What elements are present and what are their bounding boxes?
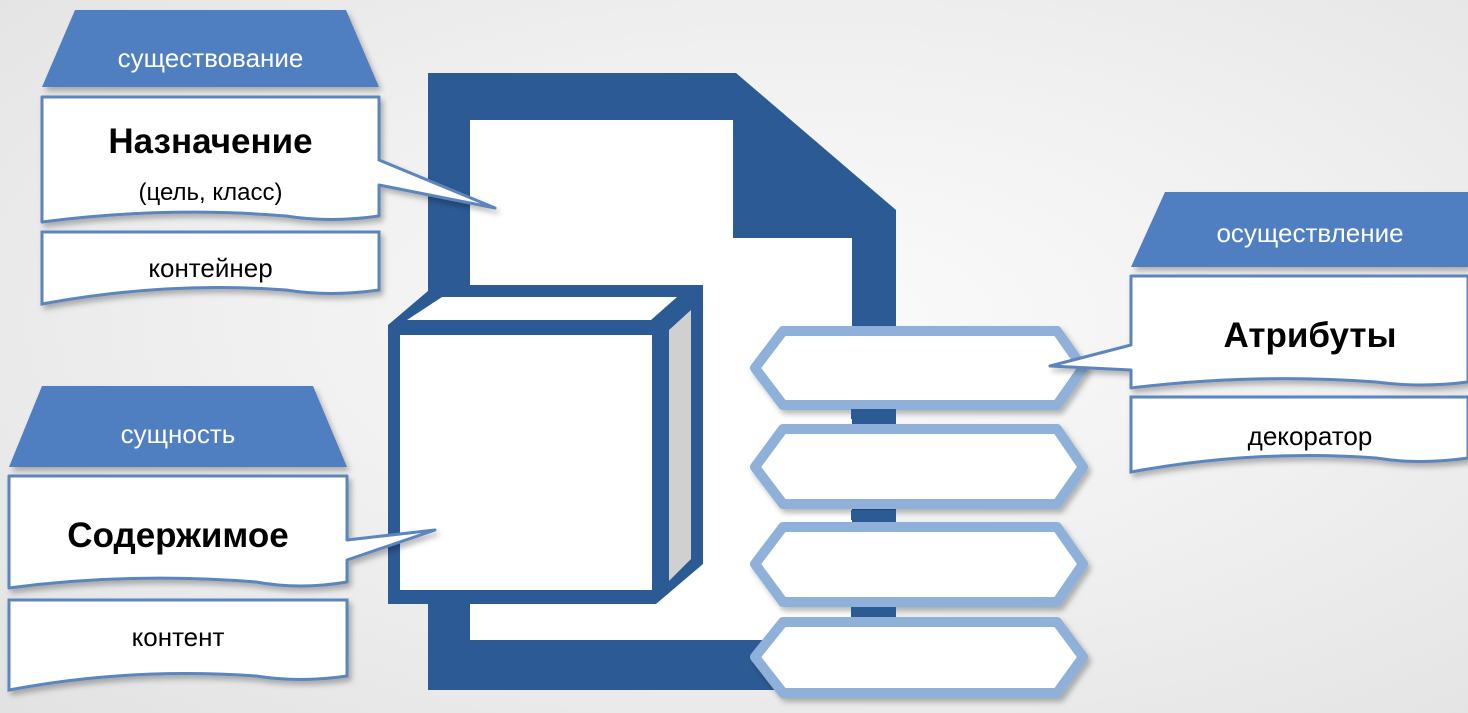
content-caption: контент (9, 617, 347, 657)
stack-connector (851, 607, 896, 617)
cube-top-face (407, 297, 677, 320)
purpose-tab-label: существование (42, 38, 379, 78)
purpose-subtitle: (цель, класс) (42, 176, 379, 210)
cube-icon (388, 285, 703, 604)
stack-connector (851, 510, 896, 520)
cube-side-face (669, 310, 691, 581)
purpose-caption: контейнер (42, 248, 379, 288)
attributes-tab-label: осуществление (1165, 213, 1455, 253)
cube-front-face (400, 335, 652, 590)
attributes-caption: декоратор (1165, 416, 1455, 456)
attribute-hexagon (755, 527, 1083, 602)
attribute-hexagon (755, 622, 1083, 693)
stack-connector (851, 409, 896, 419)
content-title: Содержимое (9, 514, 347, 558)
attribute-hexagon (755, 429, 1083, 504)
attributes-title: Атрибуты (1165, 314, 1455, 358)
attribute-hexagon (755, 331, 1083, 405)
purpose-title: Назначение (42, 120, 379, 164)
content-tab-label: сущность (9, 414, 347, 454)
